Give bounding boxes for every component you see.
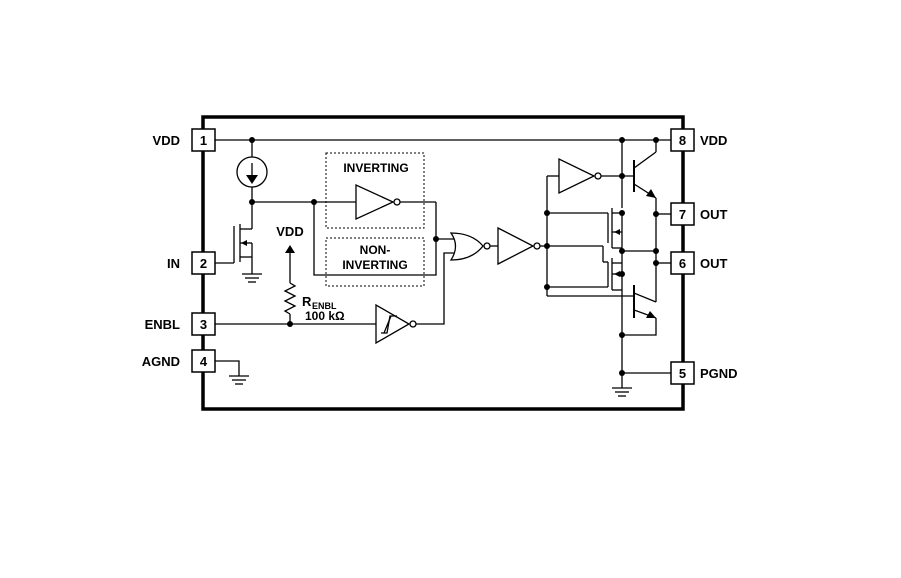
- lower-mosfet: [607, 248, 625, 298]
- pin-7-out: 7 OUT: [670, 202, 728, 226]
- non-inverting-label-line2: INVERTING: [342, 258, 407, 272]
- junction-dot: [249, 199, 255, 205]
- pin-7-name: OUT: [700, 207, 728, 222]
- enable-pullup-resistor: VDD R ENBL 100 kΩ: [276, 224, 345, 324]
- pin-2-name: IN: [167, 256, 180, 271]
- pin-8-name: VDD: [700, 133, 727, 148]
- pin-1-name: VDD: [153, 133, 180, 148]
- pin-3-enbl: ENBL 3: [145, 312, 216, 336]
- resistor-subscript: ENBL: [312, 301, 337, 311]
- bottom-npn-transistor: [622, 285, 657, 336]
- upper-mosfet: [607, 208, 625, 263]
- internal-vdd-label: VDD: [276, 224, 303, 239]
- agnd-ground-symbol: [215, 360, 249, 385]
- pre-driver-inverter: [497, 226, 547, 266]
- resistor-name: R: [302, 294, 312, 309]
- pin-6-name: OUT: [700, 256, 728, 271]
- pin-2-number: 2: [200, 256, 207, 271]
- top-driver-inverter: [558, 157, 634, 195]
- resistor-value: 100 kΩ: [305, 309, 345, 323]
- pin-7-number: 7: [679, 207, 686, 222]
- pin-5-pgnd: 5 PGND: [670, 361, 738, 385]
- drive-bus: [544, 175, 634, 297]
- pgnd-ground-symbol: [612, 387, 632, 397]
- inverting-option-box: [325, 152, 425, 229]
- non-inverting-option-box: [325, 237, 425, 287]
- pin-3-number: 3: [200, 317, 207, 332]
- pin-6-number: 6: [679, 256, 686, 271]
- pin-2-in: IN 2: [167, 251, 216, 275]
- non-inverting-label-line1: NON-: [360, 243, 391, 257]
- pin-4-number: 4: [200, 354, 208, 369]
- input-nmos-transistor: [215, 216, 262, 283]
- pin-5-number: 5: [679, 366, 686, 381]
- inverting-label: INVERTING: [343, 161, 408, 175]
- chip-outline: [201, 115, 685, 411]
- nor-gate: [449, 232, 498, 261]
- schmitt-trigger-inverter: [375, 252, 454, 345]
- pin-1-number: 1: [200, 133, 207, 148]
- top-npn-transistor: [633, 140, 671, 302]
- pin-5-name: PGND: [700, 366, 738, 381]
- junction-dot: [433, 236, 439, 242]
- pin-1-vdd: VDD 1: [153, 128, 216, 152]
- pin-8-number: 8: [679, 133, 686, 148]
- pin-4-agnd: AGND 4: [142, 349, 216, 373]
- junction-dot: [287, 321, 293, 327]
- pin-6-out: 6 OUT: [670, 251, 728, 275]
- inverting-buffer: [355, 183, 436, 221]
- pin-4-name: AGND: [142, 354, 180, 369]
- pin-8-vdd: 8 VDD: [670, 128, 727, 152]
- pin-3-name: ENBL: [145, 317, 180, 332]
